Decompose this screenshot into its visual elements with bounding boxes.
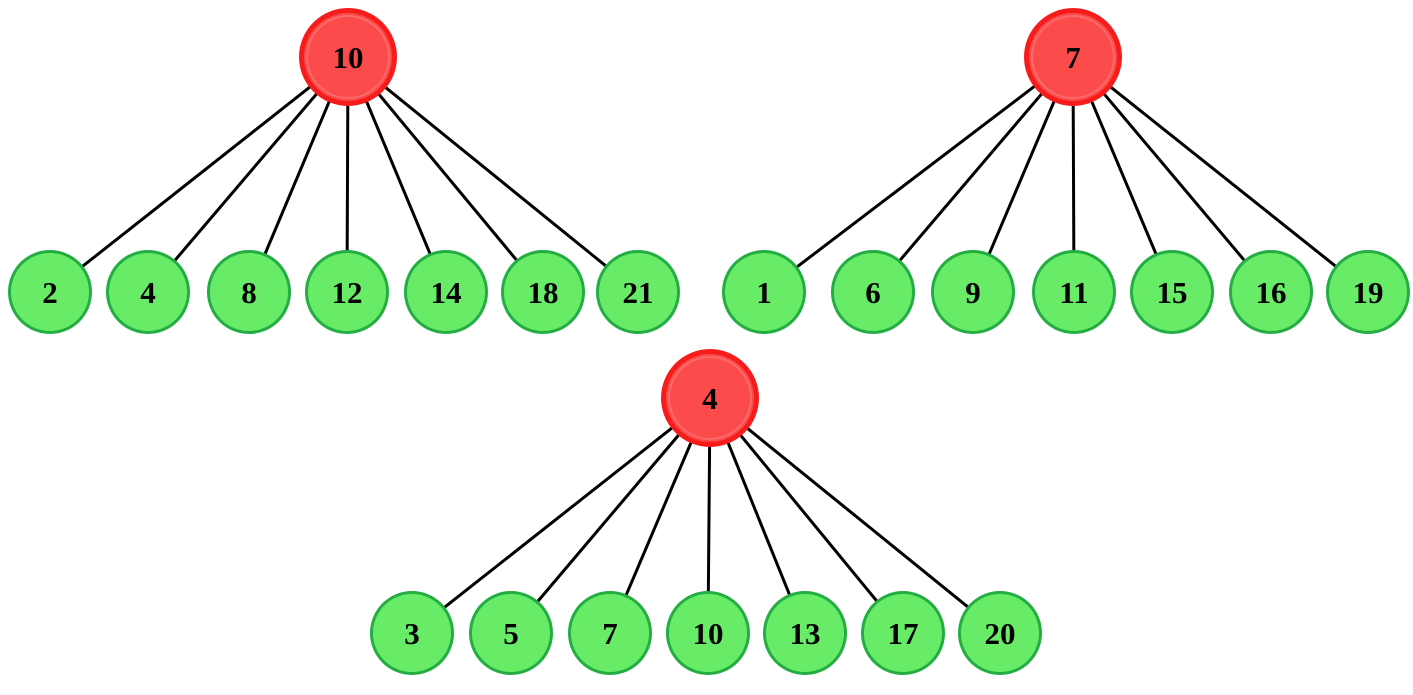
root-node-tree-2[interactable]: 7 [1024, 8, 1122, 106]
node-label: 1 [756, 274, 772, 310]
graph-edge [1101, 91, 1247, 263]
graph-edge [1071, 102, 1076, 254]
leaf-node[interactable]: 7 [568, 591, 652, 675]
graph-edge [794, 83, 1038, 270]
graph-edge [738, 432, 880, 604]
node-label: 13 [789, 615, 821, 651]
leaf-node[interactable]: 15 [1130, 250, 1214, 334]
leaf-node[interactable]: 9 [931, 250, 1015, 334]
leaf-node[interactable]: 10 [666, 591, 750, 675]
leaf-node[interactable]: 17 [861, 591, 945, 675]
node-label: 15 [1156, 274, 1188, 310]
graph-edge [706, 443, 712, 595]
node-label: 10 [332, 39, 364, 75]
node-label: 6 [865, 274, 881, 310]
leaf-node[interactable]: 12 [305, 250, 389, 334]
leaf-node[interactable]: 3 [370, 591, 454, 675]
leaf-node[interactable]: 20 [958, 591, 1042, 675]
graph-edge [376, 91, 519, 263]
graph-edge [1108, 84, 1339, 269]
node-label: 3 [404, 615, 420, 651]
graph-edge [897, 91, 1045, 264]
node-label: 8 [241, 274, 257, 310]
graph-edge [79, 84, 313, 269]
node-label: 11 [1059, 274, 1089, 310]
node-label: 21 [622, 274, 654, 310]
node-label: 12 [331, 274, 363, 310]
node-label: 16 [1255, 274, 1287, 310]
graph-edge [345, 102, 350, 254]
node-label: 19 [1352, 274, 1384, 310]
graph-edge [726, 440, 792, 598]
leaf-node[interactable]: 21 [596, 250, 680, 334]
leaf-node[interactable]: 6 [831, 250, 915, 334]
graph-edge [535, 432, 682, 604]
graph-edge [364, 98, 433, 257]
leaf-node[interactable]: 5 [469, 591, 553, 675]
leaf-node[interactable]: 13 [763, 591, 847, 675]
graph-edge [383, 85, 609, 269]
node-label: 4 [140, 274, 156, 310]
node-label: 4 [702, 380, 718, 416]
node-label: 2 [42, 274, 58, 310]
root-node-tree-1[interactable]: 10 [299, 8, 397, 106]
leaf-node[interactable]: 4 [106, 250, 190, 334]
graph-edge [745, 426, 971, 610]
node-label: 7 [602, 615, 618, 651]
graph-edge [624, 439, 694, 598]
leaf-node[interactable]: 18 [501, 250, 585, 334]
leaf-node[interactable]: 1 [722, 250, 806, 334]
leaf-node[interactable]: 19 [1326, 250, 1410, 334]
leaf-node[interactable]: 14 [404, 250, 488, 334]
node-label: 5 [503, 615, 519, 651]
node-label: 9 [965, 274, 981, 310]
node-label: 7 [1065, 39, 1081, 75]
leaf-node[interactable]: 2 [8, 250, 92, 334]
graph-edge [1089, 98, 1158, 257]
node-label: 20 [984, 615, 1016, 651]
graph-edge [987, 98, 1057, 257]
leaf-node[interactable]: 16 [1229, 250, 1313, 334]
node-label: 17 [887, 615, 919, 651]
node-label: 18 [527, 274, 559, 310]
graph-edge [172, 91, 320, 264]
leaf-node[interactable]: 8 [207, 250, 291, 334]
graph-edge [441, 425, 675, 610]
node-label: 10 [692, 615, 724, 651]
root-node-tree-3[interactable]: 4 [661, 349, 759, 447]
leaf-node[interactable]: 11 [1032, 250, 1116, 334]
graph-edge [263, 98, 332, 257]
node-label: 14 [430, 274, 462, 310]
